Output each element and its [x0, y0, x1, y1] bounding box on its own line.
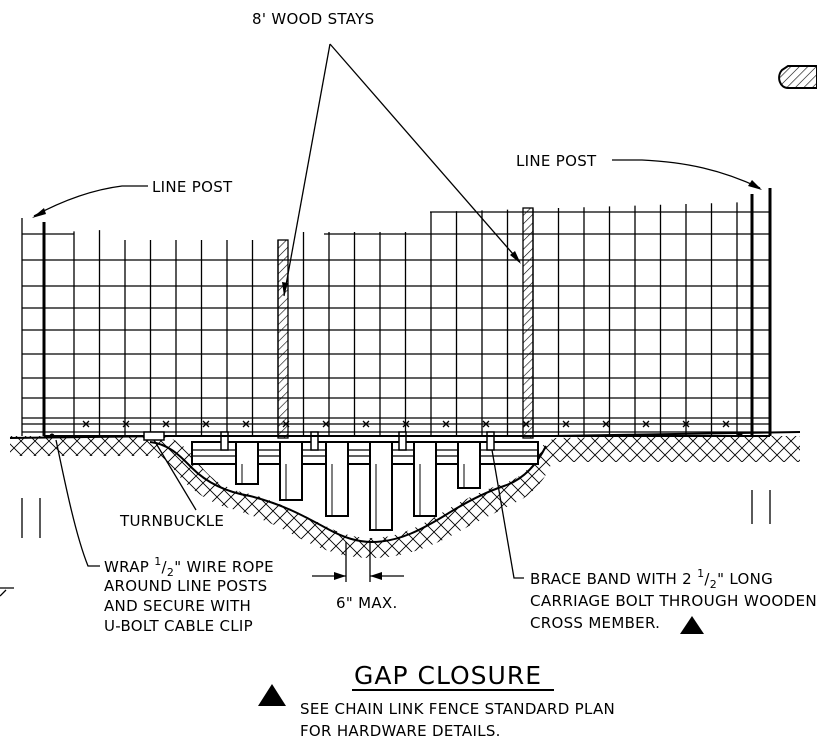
line-post-right: [750, 188, 772, 524]
leader-line-post-left: [32, 185, 148, 218]
leader-turnbuckle: [153, 439, 197, 511]
leader-wood-stays: [282, 43, 521, 297]
brace-pre: BRACE BAND WITH 2: [530, 570, 697, 588]
turnbuckle: [143, 431, 165, 441]
wrap-den: 2: [167, 566, 174, 579]
drawing-title: GAP CLOSURE: [352, 661, 554, 691]
leader-brace-band: [491, 449, 524, 579]
brace-line3: CROSS MEMBER.: [530, 614, 660, 632]
wrap-line3: AND SECURE WITH: [104, 597, 251, 615]
wrap-post: " WIRE ROPE: [174, 558, 274, 576]
brace-slash: /: [704, 570, 710, 588]
max-gap-label: 6" MAX.: [336, 594, 398, 612]
fence-wire-mesh: [22, 202, 770, 436]
wood-stays-label: 8' WOOD STAYS: [252, 10, 374, 28]
bottom-tension-wire: [22, 417, 770, 433]
wood-stay-left: [277, 239, 289, 439]
wire-ties: [82, 420, 730, 428]
triangle-icon: [680, 616, 704, 634]
wrap-line4: U-BOLT CABLE CLIP: [104, 617, 253, 635]
svg-text:WRAP 1/2" WIRE ROPE: WRAP 1/2" WIRE ROPE: [104, 555, 274, 579]
brace-line2: CARRIAGE BOLT THROUGH WOODEN: [530, 592, 817, 610]
brace-num: 1: [697, 567, 704, 580]
note-line2: FOR HARDWARE DETAILS.: [300, 722, 501, 740]
brace-band-note: BRACE BAND WITH 2 1/2" LONG CARRIAGE BOL…: [530, 567, 817, 634]
wrap-line2: AROUND LINE POSTS: [104, 577, 267, 595]
line-post-left: [21, 218, 46, 538]
wrap-slash: /: [162, 558, 168, 576]
brace-post: " LONG: [717, 570, 773, 588]
line-post-right-label: LINE POST: [516, 152, 597, 170]
hatched-section-icon: [778, 65, 817, 89]
dimension-6-max: [312, 542, 404, 582]
triangle-icon: [258, 684, 286, 706]
turnbuckle-label: TURNBUCKLE: [119, 512, 224, 530]
wooden-planks: [235, 441, 481, 531]
wrap-pre: WRAP: [104, 558, 154, 576]
hardware-note: SEE CHAIN LINK FENCE STANDARD PLAN FOR H…: [258, 684, 615, 740]
wire-rope: [44, 431, 770, 439]
wood-stay-right: [522, 207, 534, 439]
wrap-num: 1: [154, 555, 161, 568]
brace-bands: [220, 431, 495, 451]
edge-mark: [0, 587, 14, 597]
leader-wire-rope: [55, 439, 100, 567]
title-text: GAP CLOSURE: [354, 661, 542, 690]
line-post-left-label: LINE POST: [152, 178, 233, 196]
note-line1: SEE CHAIN LINK FENCE STANDARD PLAN: [300, 700, 615, 718]
wire-rope-note: WRAP 1/2" WIRE ROPE AROUND LINE POSTS AN…: [104, 555, 274, 635]
svg-text:BRACE BAND WITH 2 1/2" LONG: BRACE BAND WITH 2 1/2" LONG: [530, 567, 773, 591]
leader-line-post-right: [612, 159, 762, 190]
brace-den: 2: [710, 578, 717, 591]
